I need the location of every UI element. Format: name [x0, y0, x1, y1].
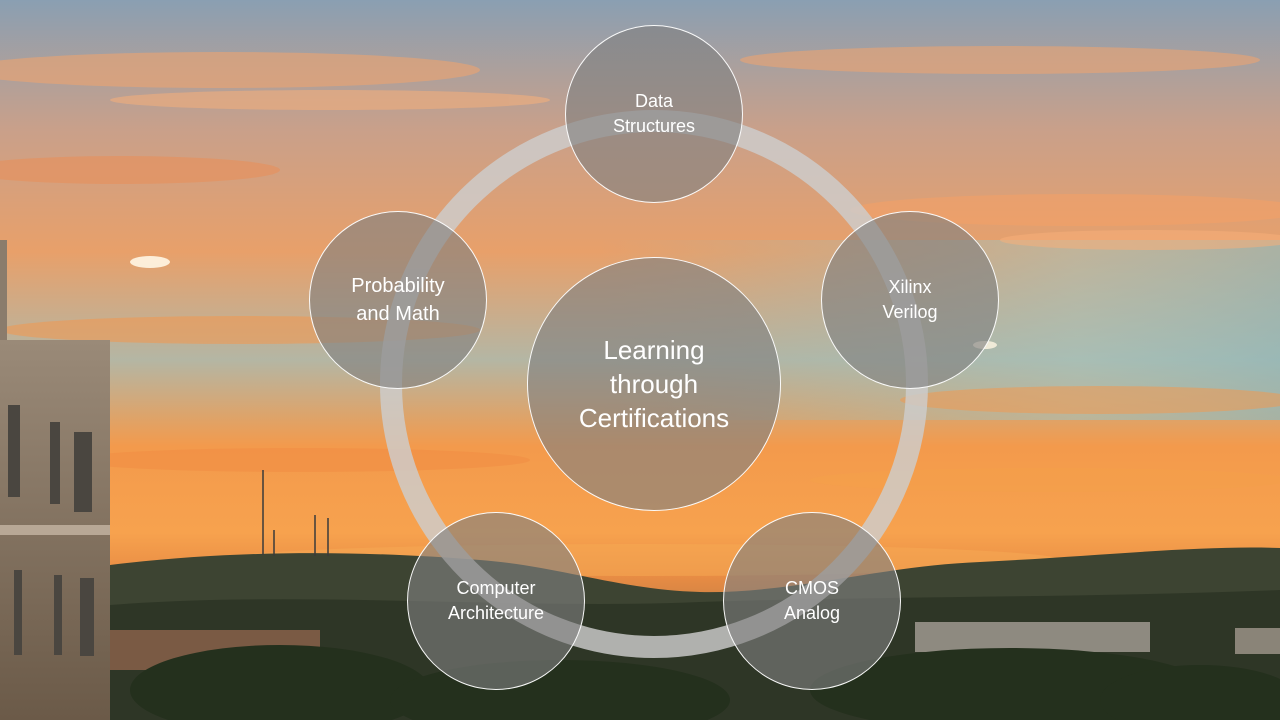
node-label: Probability and Math	[351, 275, 445, 325]
node-label: Xilinx Verilog	[882, 277, 938, 322]
node-label: Computer Architecture	[447, 578, 545, 623]
node-label: CMOS Analog	[783, 578, 841, 623]
node-computer-architecture: Computer Architecture	[407, 512, 585, 690]
node-label: Data Structures	[612, 91, 696, 136]
node-cmos-analog: CMOS Analog	[723, 512, 901, 690]
center-node: Learning through Certifications	[527, 257, 781, 511]
node-data-structures: Data Structures	[565, 25, 743, 203]
node-probability-math: Probability and Math	[309, 211, 487, 389]
center-node-label: Learning through Certifications	[578, 335, 730, 433]
node-xilinx-verilog: Xilinx Verilog	[821, 211, 999, 389]
